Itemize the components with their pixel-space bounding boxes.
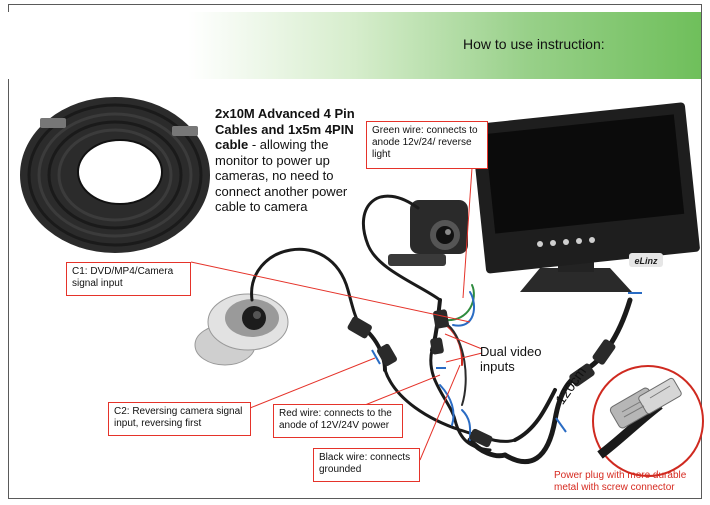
power-plug-caption-text: Power plug with more durable metal with … [554,470,687,493]
measure-markers [371,292,642,433]
brand-logo: eLinz [634,256,658,266]
cable-description-text: - allowing the monitor to power up camer… [215,137,348,214]
connectors [347,309,616,448]
dual-video-text: Dual video inputs [480,344,542,374]
callout-c2-text: C2: Reversing camera signal input, rever… [114,406,243,429]
callout-green-wire: Green wire: connects to anode 12v/24/ re… [366,121,488,169]
callout-leaders [190,167,483,461]
dome-camera [194,293,289,366]
monitor: eLinz [471,102,700,292]
dual-video-label: Dual video inputs [480,344,548,374]
cable-description: 2x10M Advanced 4 Pin Cables and 1x5m 4PI… [215,106,365,215]
callout-green-wire-text: Green wire: connects to anode 12v/24/ re… [372,125,478,160]
callout-red-wire-text: Red wire: connects to the anode of 12V/2… [279,408,392,431]
power-plug-caption: Power plug with more durable metal with … [554,470,694,494]
header-band [8,12,701,79]
callout-c2: C2: Reversing camera signal input, rever… [108,402,251,436]
cable-description-bold: 2x10M Advanced 4 Pin Cables and 1x5m 4PI… [215,106,355,152]
header-title: How to use instruction: [463,36,605,52]
power-plug-zoom [592,365,704,477]
callout-c1: C1: DVD/MP4/Camera signal input [66,262,191,296]
callout-red-wire: Red wire: connects to the anode of 12V/2… [273,404,403,438]
callout-black-wire-text: Black wire: connects grounded [319,452,411,475]
reverse-camera [388,200,468,266]
cable-coil [20,97,210,253]
callout-c1-text: C1: DVD/MP4/Camera signal input [72,266,174,289]
callout-black-wire: Black wire: connects grounded [313,448,420,482]
